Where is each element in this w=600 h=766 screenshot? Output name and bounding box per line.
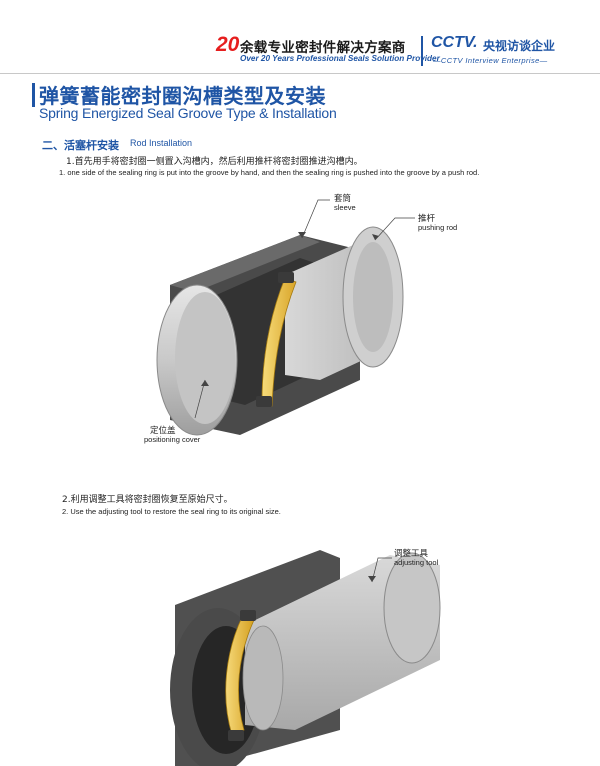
label-positioning-cover-cn: 定位盖 — [150, 426, 176, 436]
leader-line-tool — [371, 557, 392, 583]
label-pushing-rod-cn: 推杆 — [418, 214, 436, 224]
spring-seal-ring — [256, 272, 297, 407]
label-adjusting-tool-en: adjusting tool — [394, 558, 439, 567]
spring-seal-ring-restored — [225, 610, 256, 741]
section-heading-en: Rod Installation — [130, 138, 193, 148]
pushing-rod — [285, 226, 404, 380]
header-en-title: Over 20 Years Professional Seals Solutio… — [240, 54, 440, 63]
brand-cn-text: 央视访谈企业 — [483, 39, 556, 53]
label-pushing-rod-en: pushing rod — [418, 223, 458, 232]
label-adjusting-tool-cn: 调整工具 — [394, 549, 429, 559]
step2-en: 2. Use the adjusting tool to restore the… — [62, 507, 281, 516]
page-title-en: Spring Energized Seal Groove Type & Inst… — [39, 105, 337, 121]
header-divider — [0, 73, 600, 74]
section-heading-cn: 二、活塞杆安装 — [42, 139, 119, 152]
illustration-rod-installation — [156, 199, 415, 436]
header-cn-title: 余载专业密封件解决方案商 — [240, 40, 406, 56]
page-title-cn: 弹簧蓄能密封圈沟槽类型及安装 — [39, 84, 326, 108]
brand-logo: CCTV. — [431, 34, 478, 51]
label-positioning-cover-en: positioning cover — [144, 435, 201, 444]
label-sleeve-cn: 套筒 — [334, 194, 352, 204]
illustration-adjusting-tool — [170, 550, 441, 766]
leader-lines — [194, 199, 415, 419]
step1-en: 1. one side of the sealing ring is put i… — [59, 168, 480, 177]
title-accent-bar — [32, 83, 35, 107]
step1-cn: 1.首先用手将密封圈一侧置入沟槽内，然后利用推杆将密封圈推进沟槽内。 — [66, 157, 363, 167]
adjusting-tool — [242, 552, 441, 731]
step2-cn: 2.利用调整工具将密封圈恢复至原始尺寸。 — [62, 495, 233, 505]
header-separator — [421, 36, 423, 66]
header-number: 20 — [216, 33, 240, 56]
positioning-cover — [156, 284, 238, 436]
brand-en-text: —CCTV Interview Enterprise— — [433, 56, 548, 65]
label-sleeve-en: sleeve — [334, 203, 356, 212]
